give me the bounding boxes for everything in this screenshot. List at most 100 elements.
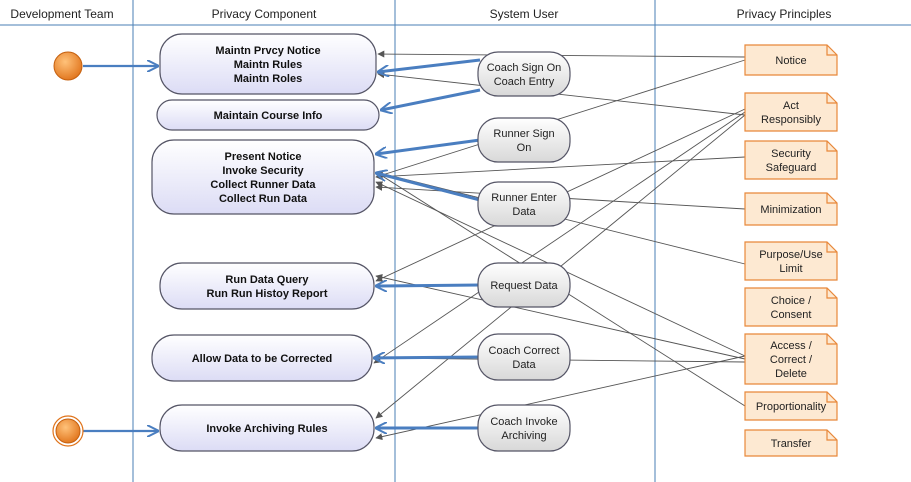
user-flow-arrow [376, 138, 481, 154]
node-label: Correct / [770, 354, 813, 366]
lane-title: Privacy Component [212, 7, 317, 21]
node-label: Invoke Archiving Rules [206, 423, 327, 435]
node-label: Runner Enter [491, 192, 557, 204]
activity-shape [159, 404, 375, 452]
trace-arrow [375, 156, 746, 181]
node-label: Maintn Rules [234, 59, 302, 71]
note-fold [826, 334, 837, 345]
node-label: Notice [775, 55, 806, 67]
user-action-u1[interactable]: Coach Sign On Coach Entry [477, 51, 571, 97]
lane-title: Development Team [10, 7, 113, 21]
user-action-shape [477, 262, 571, 308]
principle-note-p1[interactable]: Notice [744, 44, 838, 76]
lane-title: Privacy Principles [737, 7, 832, 21]
note-fold [826, 288, 837, 299]
note-fold [826, 141, 837, 152]
user-action-shape [477, 51, 571, 97]
node-label: Safeguard [766, 162, 817, 174]
principle-note-p6[interactable]: Choice / Consent [744, 287, 838, 327]
start-node [53, 51, 83, 81]
user-flow-arrow [374, 357, 481, 358]
node-label: Coach Sign On [487, 62, 562, 74]
node-label: Request Data [490, 280, 558, 292]
node-label: Archiving [501, 430, 546, 442]
note-shape [744, 287, 838, 327]
trace-arrow [375, 59, 746, 179]
user-action-shape [477, 333, 571, 381]
activity-shape [156, 99, 380, 131]
activity-a6[interactable]: Invoke Archiving Rules [159, 404, 375, 452]
node-label: Delete [775, 368, 807, 380]
node-label: Maintn Roles [234, 73, 302, 85]
principle-note-p7[interactable]: Access / Correct / Delete [744, 333, 838, 385]
trace-arrow [375, 355, 746, 441]
note-shape [744, 192, 838, 226]
node-label: Collect Run Data [219, 193, 308, 205]
node-label: Act [783, 100, 799, 112]
note-shape [744, 140, 838, 180]
principle-note-p4[interactable]: Minimization [744, 192, 838, 226]
activity-shape [159, 262, 375, 310]
node-label: Minimization [760, 204, 821, 216]
user-flow-arrow [376, 173, 481, 202]
user-action-u4[interactable]: Request Data [477, 262, 571, 308]
trace-arrow [375, 273, 746, 360]
note-shape [744, 44, 838, 76]
user-action-shape [477, 181, 571, 227]
activity-shape [151, 334, 373, 382]
note-fold [826, 193, 837, 204]
node-label: Security [771, 148, 811, 160]
node-label: Responsibly [761, 114, 821, 126]
note-fold [826, 242, 837, 253]
node-label: Run Data Query [225, 274, 309, 286]
node-label: On [517, 142, 532, 154]
node-label: Choice / [771, 295, 812, 307]
principle-note-p8[interactable]: Proportionality [744, 391, 838, 421]
activity-shape [159, 33, 377, 95]
activity-a5[interactable]: Allow Data to be Corrected [151, 334, 373, 382]
node-label: Allow Data to be Corrected [192, 353, 333, 365]
node-label: Access / [770, 340, 813, 352]
node-label: Present Notice [224, 151, 301, 163]
user-flow-arrow [381, 88, 481, 110]
user-flow-arrow [378, 58, 481, 72]
node-label: Transfer [771, 438, 812, 450]
node-label: Consent [771, 309, 812, 321]
final-node [52, 415, 84, 447]
note-shape [744, 92, 838, 132]
note-shape [744, 241, 838, 281]
node-label: Invoke Security [222, 165, 304, 177]
principle-note-p9[interactable]: Transfer [744, 429, 838, 457]
node-label: Coach Correct [489, 345, 560, 357]
node-label: Maintn Prvcy Notice [215, 45, 320, 57]
node-label: Coach Entry [494, 76, 555, 88]
node-label: Coach Invoke [490, 416, 557, 428]
node-label: Maintain Course Info [214, 110, 323, 122]
note-shape [744, 429, 838, 457]
trace-arrow [373, 111, 746, 364]
lane-title: System User [490, 7, 559, 21]
node-label: Data [512, 359, 536, 371]
note-fold [826, 93, 837, 104]
user-action-shape [477, 404, 571, 452]
trace-arrow [377, 71, 746, 116]
activity-a2[interactable]: Maintain Course Info [156, 99, 380, 131]
node-label: Collect Runner Data [210, 179, 316, 191]
note-fold [826, 392, 837, 403]
user-flow-arrow [376, 285, 481, 286]
activity-shape [151, 139, 375, 215]
node-label: Data [512, 206, 536, 218]
